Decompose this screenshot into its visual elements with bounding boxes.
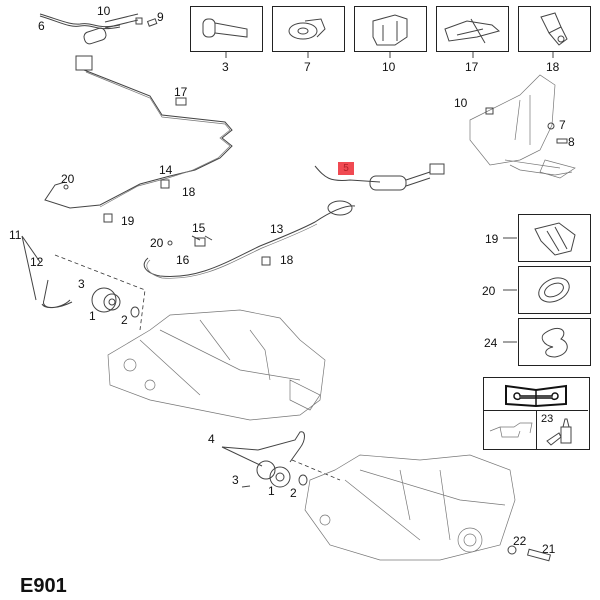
bracket-clip-icon xyxy=(540,12,568,46)
callout: 1 xyxy=(268,484,275,498)
callout: 13 xyxy=(270,222,284,236)
legend-box-10 xyxy=(354,6,427,52)
callout: 14 xyxy=(159,163,173,177)
slave-cylinder-1 xyxy=(21,235,146,331)
o-ring-icon xyxy=(538,277,570,303)
legend-label-20: 20 xyxy=(482,284,496,298)
master-cylinder xyxy=(314,163,445,191)
legend-tick-lines xyxy=(225,51,554,343)
legend-box-18 xyxy=(518,6,591,52)
legend-box-17 xyxy=(436,6,509,52)
part-23-label: 23 xyxy=(541,413,554,425)
info-panel-header xyxy=(484,378,588,411)
legend-label-3: 3 xyxy=(222,60,229,74)
bolt-icon xyxy=(202,18,248,38)
small-parts-21-22 xyxy=(507,545,552,562)
callout: 22 xyxy=(513,534,527,548)
callout: 11 xyxy=(9,228,22,242)
legend-label-17: 17 xyxy=(465,60,479,74)
callout: 21 xyxy=(542,542,556,556)
small-fittings xyxy=(63,17,568,266)
callout: 10 xyxy=(454,96,468,110)
legend-box-7 xyxy=(272,6,345,52)
legend-box-20 xyxy=(518,266,591,314)
fluid-bottle-icon xyxy=(546,418,572,446)
pipe-14 xyxy=(44,55,233,209)
nut-icon xyxy=(288,18,326,40)
callout: 10 xyxy=(97,4,111,18)
callout: 15 xyxy=(192,221,206,235)
callout: 18 xyxy=(280,253,294,267)
master-cylinder-hose-top xyxy=(39,13,158,45)
callout: 8 xyxy=(568,135,575,149)
seal-ring-icon xyxy=(541,327,568,358)
legend-label-24: 24 xyxy=(484,336,498,350)
spring-clip-icon xyxy=(444,18,501,44)
legend-label-10: 10 xyxy=(382,60,396,74)
legend-box-3 xyxy=(190,6,263,52)
callout: 9 xyxy=(157,10,164,24)
callout: 16 xyxy=(176,253,190,267)
gearbox-upper xyxy=(107,309,326,421)
clip-icon xyxy=(372,14,408,46)
highlighted-part-badge[interactable]: 5 xyxy=(338,162,354,175)
slave-cylinder-2 xyxy=(221,431,341,488)
callout: 19 xyxy=(121,214,135,228)
legend-label-19: 19 xyxy=(485,232,499,246)
oil-pan-icon xyxy=(489,422,533,438)
info-panel-right-cell: 23 xyxy=(537,411,589,449)
legend-label-7: 7 xyxy=(304,60,311,74)
pedal-bracket xyxy=(469,74,576,179)
callout: 3 xyxy=(232,473,239,487)
diagram-code: E901 xyxy=(20,575,67,597)
gearbox-lower xyxy=(304,454,516,561)
callout: 20 xyxy=(150,236,164,250)
callout: 4 xyxy=(208,432,215,446)
legend-box-19 xyxy=(518,214,591,262)
legend-box-24 xyxy=(518,318,591,366)
info-panel-left-cell xyxy=(484,411,537,449)
callout: 7 xyxy=(559,118,566,132)
callout: 12 xyxy=(30,255,44,269)
legend-label-18: 18 xyxy=(546,60,560,74)
callout: 1 xyxy=(89,309,96,323)
callout: 2 xyxy=(290,486,297,500)
info-panel: 23 xyxy=(483,377,590,450)
callout: 20 xyxy=(61,172,75,186)
callout: 3 xyxy=(78,277,85,291)
callout: 2 xyxy=(121,313,128,327)
callout: 17 xyxy=(174,85,188,99)
pipe-13 xyxy=(143,200,356,279)
callout: 6 xyxy=(38,19,45,33)
manual-wrench-icon xyxy=(505,384,567,408)
callout: 18 xyxy=(182,185,196,199)
clip-icon xyxy=(534,222,576,256)
